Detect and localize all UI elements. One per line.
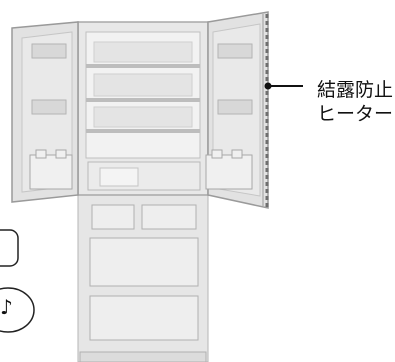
right-door-bin [205, 154, 253, 190]
drawer-lowest-edge [79, 351, 207, 362]
left-door-bin [29, 154, 73, 190]
drawer-small-left [91, 204, 135, 230]
back-panel-3 [93, 106, 193, 128]
back-panel-1 [93, 41, 193, 63]
right-door-pocket-2 [217, 99, 253, 115]
heater-annotation: 結露防止 ヒーター [303, 78, 393, 126]
lower-body [77, 189, 209, 362]
back-panel-2 [93, 73, 193, 97]
left-door [11, 21, 79, 203]
drawer-small-right [141, 204, 197, 230]
left-door-pocket-1 [31, 43, 67, 59]
annotation-line-2: ヒーター [316, 103, 393, 125]
main-compartment [77, 21, 209, 196]
side-button-upper [0, 229, 19, 267]
drawer-middle [89, 237, 199, 287]
annotation-line-1: 結露防止 [316, 79, 393, 101]
chilled-case-inner [99, 167, 139, 187]
right-door [205, 11, 269, 209]
drawer-bottom [89, 295, 199, 341]
music-note-icon: ♪ [0, 295, 13, 319]
annotation-leader [264, 82, 303, 90]
side-button-lower [0, 287, 35, 333]
right-door-pocket-1 [217, 43, 253, 59]
left-door-pocket-2 [31, 99, 67, 115]
